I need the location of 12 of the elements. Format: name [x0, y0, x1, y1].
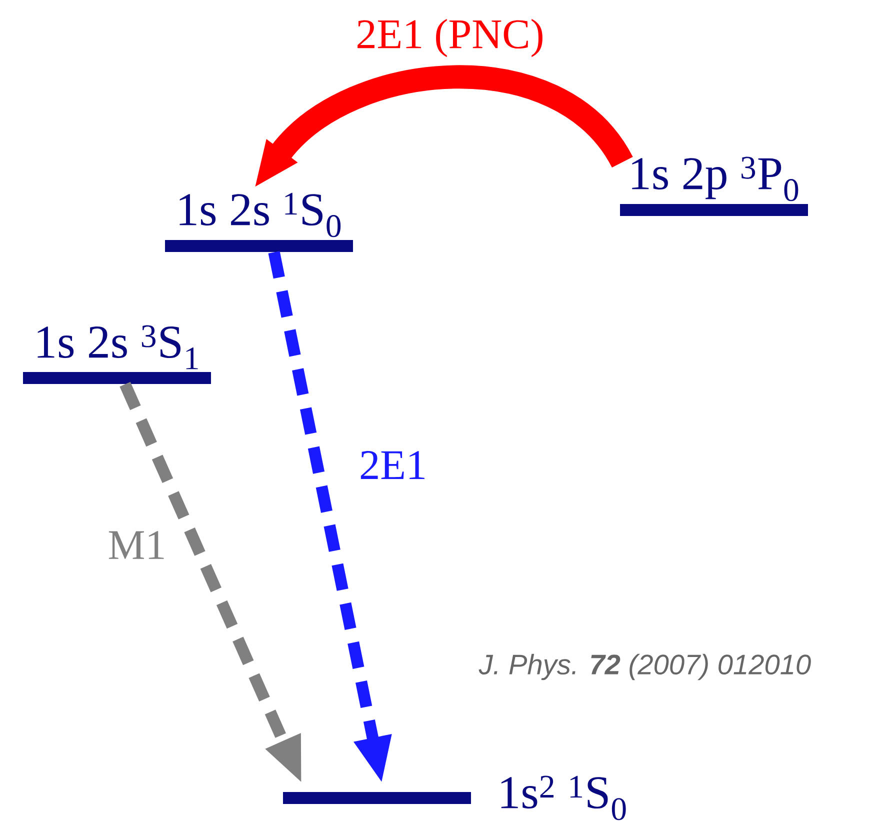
node-label: 1s$^{2 1}$S$_{0}$ [501, 776, 626, 820]
citation: J. Phys. 72 (2007) 012010 [478, 654, 811, 680]
energy-level: 1s 2s $^{3}$S$_{1}$ [23, 325, 211, 384]
node-label: 1s 2s $^{3}$S$_{1}$ [38, 325, 198, 370]
energy-level: 1s 2p $^{3}$P$_{0}$ [620, 156, 808, 216]
edge-label: 2E1 [360, 451, 424, 479]
edge-label: M1 [108, 531, 164, 559]
energy-level: 1s$^{2 1}$S$_{0}$ [283, 776, 626, 820]
node-label: 1s 2p $^{3}$P$_{0}$ [632, 156, 798, 202]
node-label: 1s 2s $^{1}$S$_{0}$ [180, 192, 341, 238]
energy-level: 1s 2s $^{1}$S$_{0}$ [165, 192, 353, 252]
edge-label: 2E1 (PNC) [358, 18, 542, 58]
